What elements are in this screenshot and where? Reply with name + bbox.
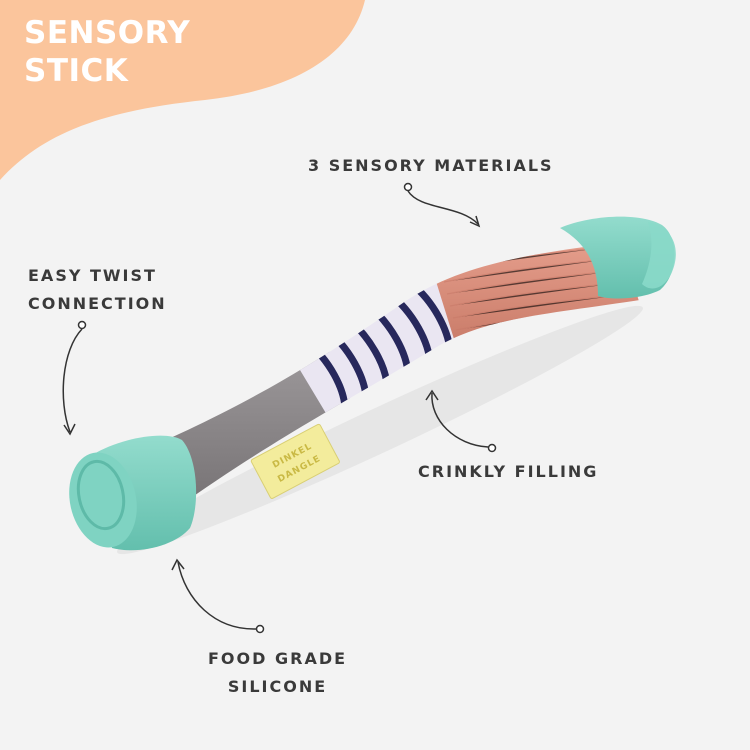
callout-food-line-2: SILICONE [227, 677, 328, 696]
stick-shadow [117, 305, 643, 555]
arrow-materials [403, 182, 481, 228]
striped-section [285, 270, 470, 420]
twist-ring [76, 459, 126, 531]
cap-end [69, 452, 137, 548]
corner-blob [0, 0, 365, 180]
right-silicone-cap [560, 216, 676, 299]
callout-food-grade-silicone: FOOD GRADE SILICONE [208, 645, 347, 701]
callout-twist-line-1: EASY TWIST [28, 266, 157, 285]
arrow-twist [62, 320, 87, 436]
callout-crinkly-filling: CRINKLY FILLING [418, 462, 599, 481]
callout-easy-twist: EASY TWIST CONNECTION [28, 262, 167, 318]
arrow-food [171, 558, 265, 634]
stick-body [125, 242, 640, 520]
arrow-crinkly [425, 389, 497, 453]
title-line-2: STICK [24, 53, 129, 89]
callout-sensory-materials: 3 SENSORY MATERIALS [308, 156, 554, 175]
page-title: SENSORY STICK [24, 14, 190, 90]
brand-tag: DINKEL DANGLE [250, 423, 340, 499]
callout-twist-line-2: CONNECTION [28, 294, 167, 313]
left-silicone-cap [69, 435, 197, 551]
callout-arrows [62, 182, 497, 634]
title-line-1: SENSORY [24, 15, 191, 51]
callout-food-line-1: FOOD GRADE [208, 649, 348, 668]
